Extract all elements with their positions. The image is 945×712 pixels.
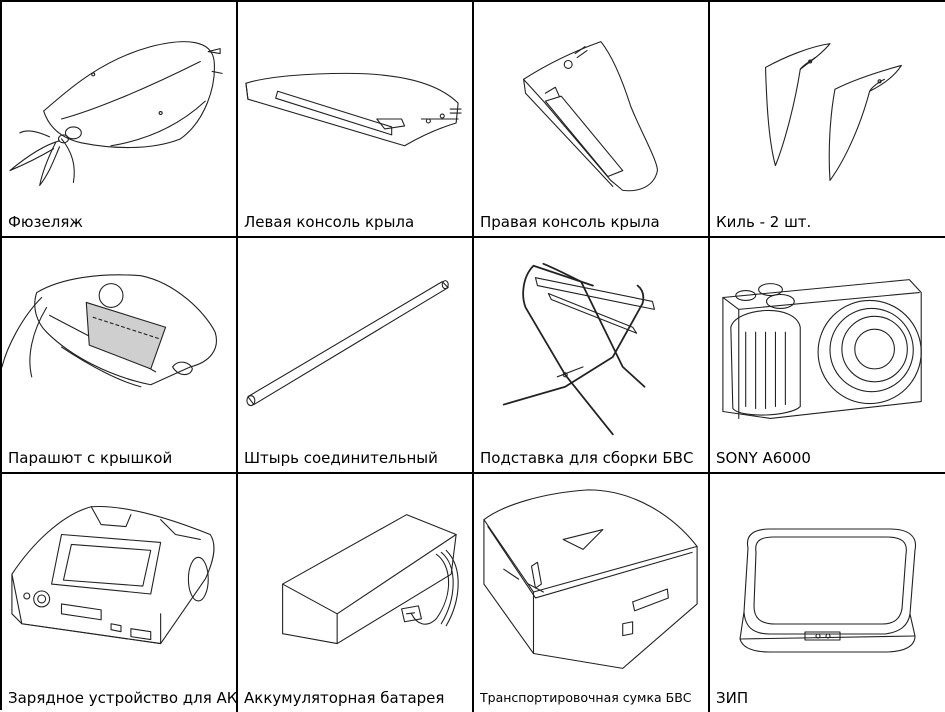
fin-icon bbox=[764, 43, 902, 182]
camera-icon bbox=[722, 279, 922, 420]
assembly-stand-icon bbox=[502, 262, 656, 436]
item-label: Транспортировочная сумка БВС bbox=[480, 690, 692, 705]
cell-right-wing: Правая консоль крыла bbox=[474, 2, 710, 238]
item-label: Левая консоль крыла bbox=[244, 213, 415, 231]
spare-parts-case-icon bbox=[739, 528, 917, 653]
item-label: ЗИП bbox=[716, 689, 749, 707]
cell-fuselage: Фюзеляж bbox=[2, 2, 238, 238]
item-label: Парашют с крышкой bbox=[8, 449, 173, 467]
cell-connecting-rod: Штырь соединительный bbox=[238, 238, 474, 474]
item-label: Правая консоль крыла bbox=[480, 213, 660, 231]
cell-left-wing: Левая консоль крыла bbox=[238, 2, 474, 238]
battery-icon bbox=[282, 514, 459, 645]
cell-battery: Аккумуляторная батарея bbox=[238, 474, 474, 712]
cell-parachute: Парашют с крышкой bbox=[2, 238, 238, 474]
charger-icon bbox=[11, 505, 215, 645]
cell-charger: Зарядное устройство для АКБ bbox=[2, 474, 238, 712]
cell-fins: Киль - 2 шт. bbox=[710, 2, 945, 238]
right-wing-icon bbox=[523, 41, 658, 192]
item-label: SONY A6000 bbox=[716, 449, 811, 467]
item-label: Киль - 2 шт. bbox=[716, 213, 812, 231]
cell-transport-bag: Транспортировочная сумка БВС bbox=[474, 474, 710, 712]
item-label: Подставка для сборки БВС bbox=[480, 449, 694, 467]
cell-spare-parts: ЗИП bbox=[710, 474, 945, 712]
connecting-rod-icon bbox=[246, 280, 449, 407]
fuselage-icon bbox=[9, 41, 223, 186]
cell-camera: SONY A6000 bbox=[710, 238, 945, 474]
left-wing-icon bbox=[245, 72, 462, 147]
parachute-icon bbox=[2, 274, 217, 388]
item-label: Зарядное устройство для АКБ bbox=[8, 689, 238, 707]
item-label: Фюзеляж bbox=[8, 213, 83, 231]
item-label: Штырь соединительный bbox=[244, 449, 438, 467]
transport-bag-icon bbox=[483, 489, 698, 669]
cell-assembly-stand: Подставка для сборки БВС bbox=[474, 238, 710, 474]
item-label: Аккумуляторная батарея bbox=[244, 689, 445, 707]
